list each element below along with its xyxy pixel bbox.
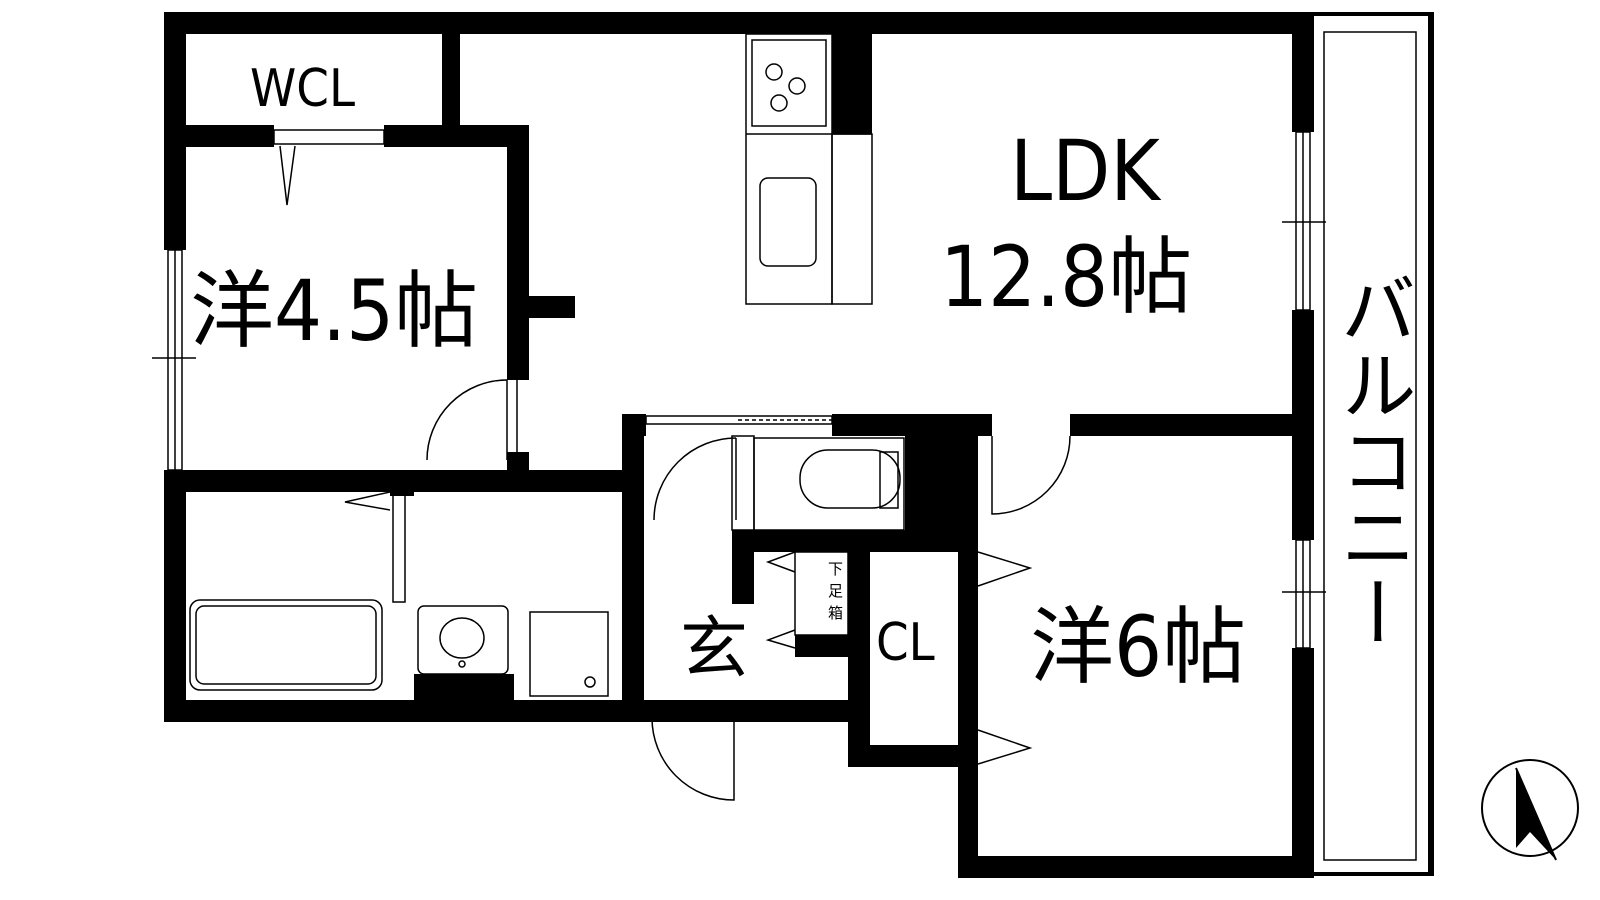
ldk-label: LDK [1010,122,1162,220]
windows [152,131,1326,649]
wcl-label: WCL [250,59,355,119]
shoe-box-char-1: 下 [828,560,843,578]
ldk-size-label: 12.8帖 [940,228,1192,326]
walls [164,12,1434,878]
toilet-icon [753,437,905,531]
bathtub-icon [189,599,383,691]
kitchen [745,33,873,305]
stove-icon [765,63,806,112]
sink-icon [759,177,817,267]
washing-machine-icon [529,611,609,697]
western-small-label: 洋4.5帖 [190,262,478,360]
shoe-box [794,551,849,636]
doors [273,129,1071,801]
balcony [1323,31,1417,861]
shoe-box-label: 下 足 箱 [828,560,843,622]
balcony-label: バルコニー [1328,270,1417,650]
entrance-label: 玄 [680,610,748,689]
room-labels: WCL LDK 12.8帖 洋4.5帖 洋6帖 CL 玄 下 足 箱 バルコニー [190,59,1417,696]
western-large-label: 洋6帖 [1030,598,1246,696]
north-arrow-icon [1481,759,1579,861]
shoe-box-char-3: 箱 [828,604,843,622]
shoe-box-char-2: 足 [828,582,843,600]
closet-label: CL [876,613,935,673]
washbasin-icon [417,605,509,675]
